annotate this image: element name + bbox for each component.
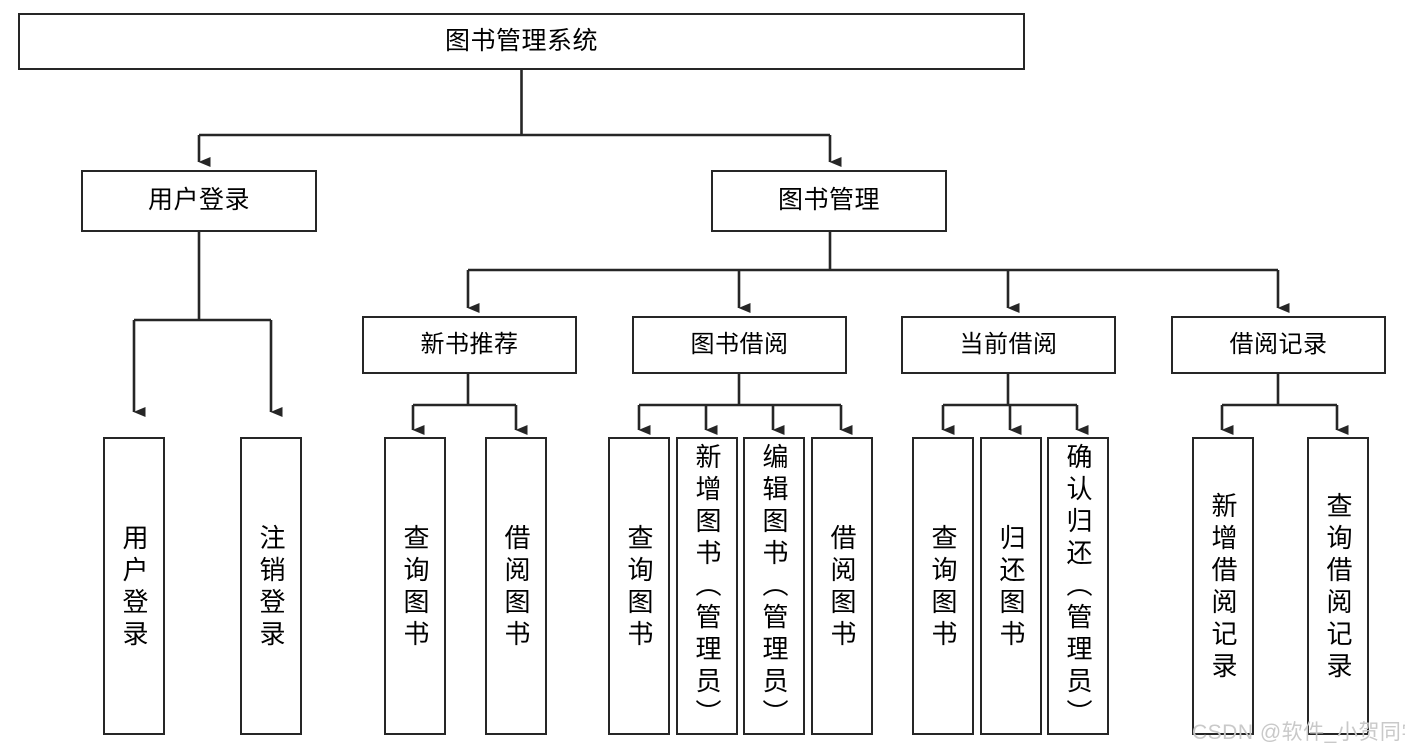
csdn-watermark: CSDN @软件_小贺同学 [1192,721,1405,744]
node-leaf-confirm-return-label: 确认归还（管理员） [1063,443,1093,731]
node-leaf-add-record-label: 新增借阅记录 [1208,492,1238,684]
node-leaf-add-record[interactable]: 新增借阅记录 [1192,437,1254,735]
node-root-label: 图书管理系统 [444,26,598,55]
node-leaf-add-book[interactable]: 新增图书（管理员） [676,437,738,735]
node-leaf-return-book-label: 归还图书 [996,524,1026,652]
node-leaf-borrow-book-1[interactable]: 借阅图书 [485,437,547,735]
node-book-management-label: 图书管理 [777,186,880,215]
node-leaf-query-record-label: 查询借阅记录 [1323,492,1353,684]
node-book-borrow[interactable]: 图书借阅 [632,316,847,374]
node-leaf-edit-book-label: 编辑图书（管理员） [759,443,789,731]
node-leaf-query-book-1[interactable]: 查询图书 [384,437,446,735]
node-user-login-label: 用户登录 [147,186,250,215]
node-new-book-recommend-label: 新书推荐 [420,330,519,358]
node-leaf-query-book-3-label: 查询图书 [928,524,958,652]
node-current-borrow[interactable]: 当前借阅 [901,316,1116,374]
node-leaf-logout-label: 注销登录 [256,524,286,652]
node-root[interactable]: 图书管理系统 [18,13,1025,70]
node-leaf-logout[interactable]: 注销登录 [240,437,302,735]
node-book-borrow-label: 图书借阅 [690,330,789,358]
node-leaf-edit-book[interactable]: 编辑图书（管理员） [743,437,805,735]
node-leaf-query-book-2-label: 查询图书 [624,524,654,652]
node-book-management[interactable]: 图书管理 [711,170,947,232]
node-user-login[interactable]: 用户登录 [81,170,317,232]
node-leaf-add-book-label: 新增图书（管理员） [692,443,722,731]
node-leaf-return-book[interactable]: 归还图书 [980,437,1042,735]
node-borrow-record-label: 借阅记录 [1229,330,1328,358]
node-leaf-query-record[interactable]: 查询借阅记录 [1307,437,1369,735]
node-leaf-borrow-book-2[interactable]: 借阅图书 [811,437,873,735]
node-leaf-borrow-book-1-label: 借阅图书 [501,524,531,652]
node-current-borrow-label: 当前借阅 [959,330,1058,358]
node-leaf-borrow-book-2-label: 借阅图书 [827,524,857,652]
node-leaf-user-login-label: 用户登录 [119,524,149,652]
node-leaf-confirm-return[interactable]: 确认归还（管理员） [1047,437,1109,735]
node-borrow-record[interactable]: 借阅记录 [1171,316,1386,374]
node-new-book-recommend[interactable]: 新书推荐 [362,316,577,374]
node-leaf-query-book-3[interactable]: 查询图书 [912,437,974,735]
node-leaf-user-login[interactable]: 用户登录 [103,437,165,735]
node-leaf-query-book-1-label: 查询图书 [400,524,430,652]
node-leaf-query-book-2[interactable]: 查询图书 [608,437,670,735]
